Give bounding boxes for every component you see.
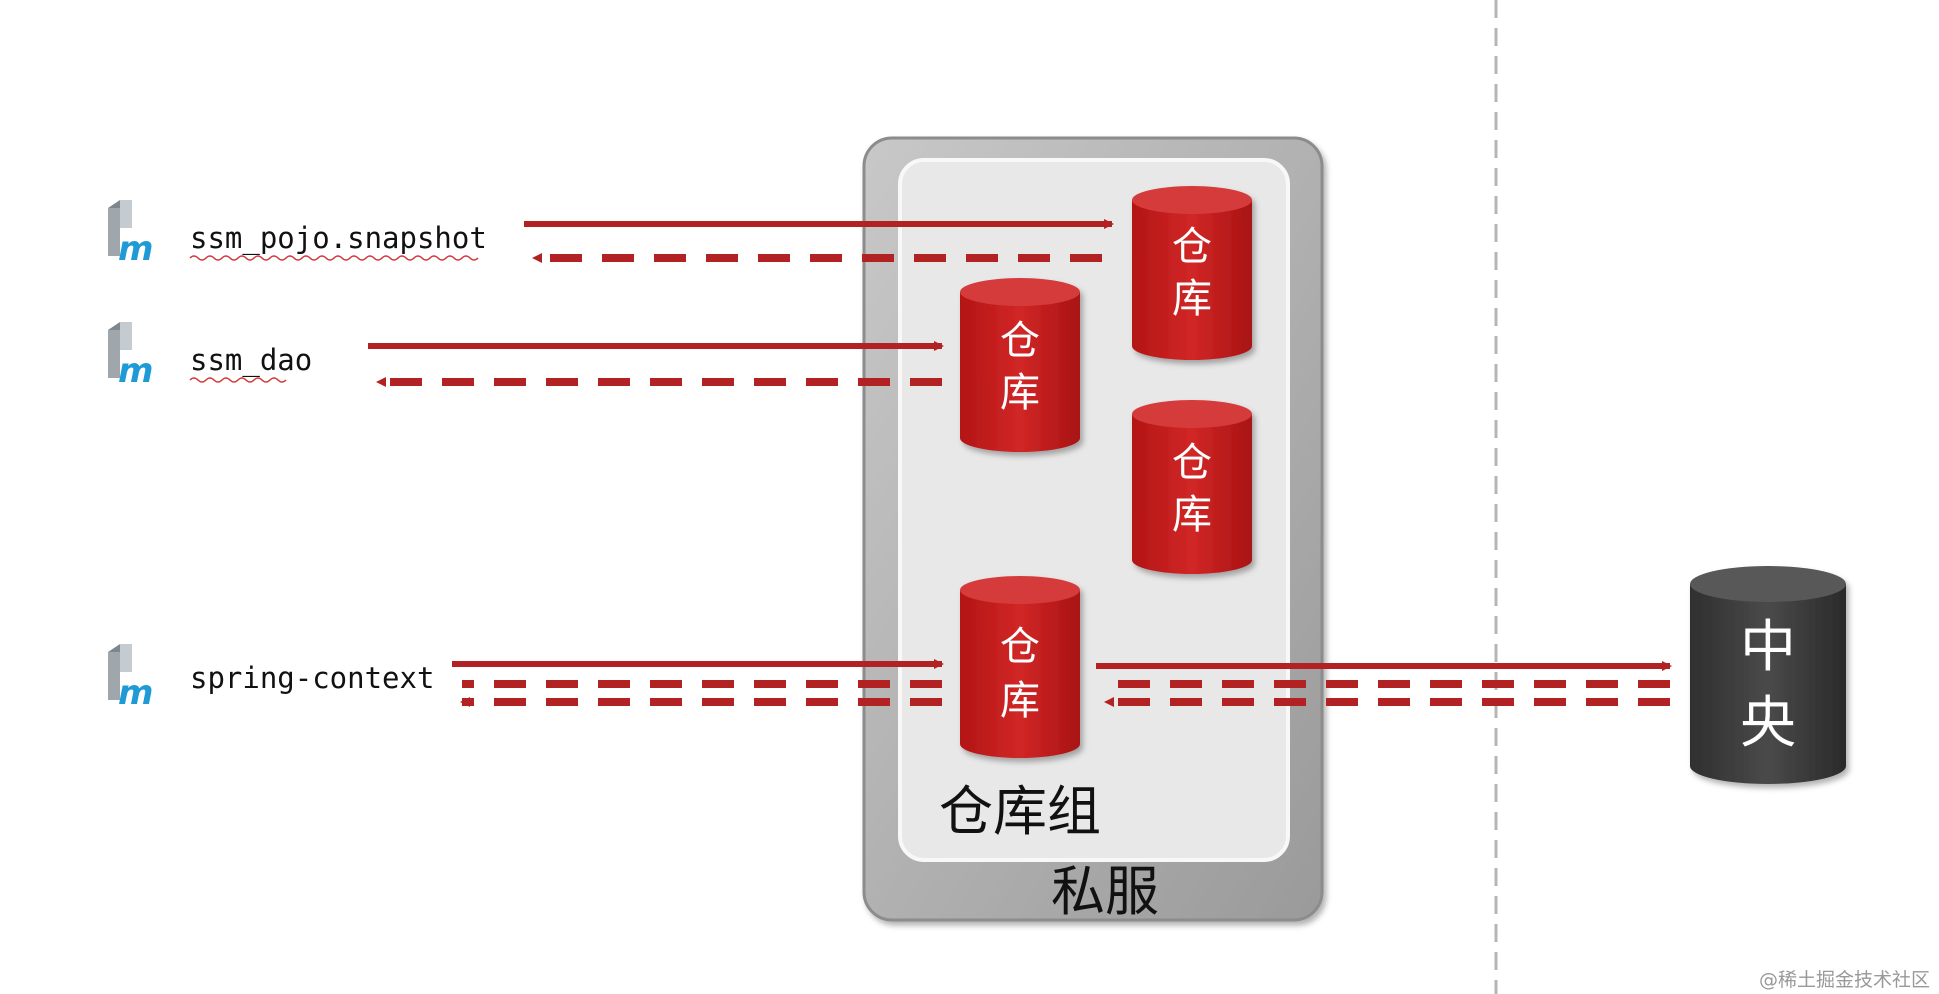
module-label: ssm_dao <box>190 343 312 378</box>
repository-cylinder: 仓 库 <box>960 576 1080 758</box>
repository-text-1: 仓 <box>1000 318 1040 364</box>
repository-cylinder: 仓 库 <box>1132 186 1252 360</box>
central-text-1: 中 <box>1740 615 1796 680</box>
repository-cylinder: 仓 库 <box>1132 400 1252 574</box>
module-label: ssm_pojo.snapshot <box>190 221 487 256</box>
repository-text-1: 仓 <box>1000 624 1040 670</box>
spellcheck-underline <box>189 377 287 383</box>
svg-text:m: m <box>118 673 153 713</box>
repository-text-2: 库 <box>1172 276 1212 322</box>
repository-text-2: 库 <box>1000 678 1040 724</box>
maven-module-icon: m <box>108 322 153 391</box>
repository-text-1: 仓 <box>1172 224 1212 270</box>
module-item: m spring-context <box>108 644 434 713</box>
repository-text-2: 库 <box>1000 370 1040 416</box>
repository-group-label: 仓库组 <box>939 780 1101 843</box>
module-label: spring-context <box>190 661 434 695</box>
spellcheck-underline <box>189 255 479 261</box>
module-item: m ssm_dao <box>108 322 312 391</box>
repository-text-1: 仓 <box>1172 440 1212 486</box>
module-item: m ssm_pojo.snapshot <box>108 200 487 269</box>
maven-module-icon: m <box>108 200 153 269</box>
svg-text:m: m <box>118 229 153 269</box>
private-server-label: 私服 <box>1051 860 1159 923</box>
repository-text-2: 库 <box>1172 492 1212 538</box>
svg-text:m: m <box>118 351 153 391</box>
watermark: @稀土掘金技术社区 <box>1759 969 1930 991</box>
central-repository: 中 央 <box>1690 566 1846 784</box>
maven-module-icon: m <box>108 644 153 713</box>
central-text-2: 央 <box>1740 691 1796 756</box>
repository-cylinder: 仓 库 <box>960 278 1080 452</box>
